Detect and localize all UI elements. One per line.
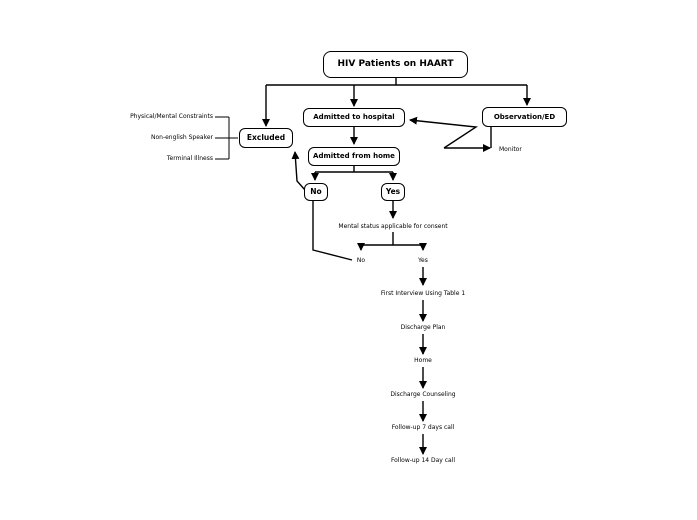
label-discharge-counseling: Discharge Counseling [390,391,456,398]
node-observation-ed: Observation/ED [482,107,567,127]
node-home-yes: Yes [381,183,405,201]
label-mental-no: No [356,257,366,264]
edge-nobox-to-excluded [291,151,306,191]
label-non-english-speaker: Non-english Speaker [150,134,213,141]
node-admitted-to-hospital: Admitted to hospital [303,108,405,127]
edge-mentalno-to-nobox [312,201,353,261]
observation-ed-label: Observation/ED [493,112,556,121]
label-followup-14-day: Follow-up 14 Day call [390,457,456,464]
edge-observation-to-hospital [409,116,479,149]
node-hiv-patients-on-haart: HIV Patients on HAART [323,51,468,78]
node-home-no: No [304,183,328,201]
admitted-hospital-label: Admitted to hospital [313,113,395,121]
label-physical-mental-constraints: Physical/Mental Constraints [130,113,213,120]
home-yes-label: Yes [385,187,401,197]
label-monitor: Monitor [499,146,522,153]
bracket-exclusion-criteria [215,116,238,160]
node-excluded: Excluded [239,128,293,148]
label-followup-7-days: Follow-up 7 days call [391,424,455,431]
label-discharge-plan: Discharge Plan [400,324,446,331]
label-home: Home [414,357,432,364]
excluded-label: Excluded [246,133,286,143]
node-admitted-from-home: Admitted from home [308,147,400,166]
node-title-label: HIV Patients on HAART [337,59,454,69]
admitted-home-label: Admitted from home [313,152,395,160]
label-first-interview: First Interview Using Table 1 [380,290,466,297]
label-mental-yes: Yes [418,257,428,264]
label-mental-status: Mental status applicable for consent [338,223,448,230]
home-no-label: No [310,187,322,197]
label-terminal-illness: Terminal Illness [166,155,213,162]
